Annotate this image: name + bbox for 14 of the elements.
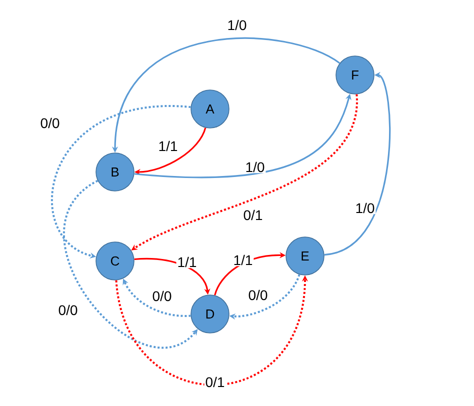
edge-label: 0/0 bbox=[247, 288, 269, 302]
arrow bbox=[51, 106, 191, 258]
edge-label: 1/1 bbox=[157, 140, 179, 152]
edge-label: 0/1 bbox=[204, 376, 226, 388]
edge-label: 1/0 bbox=[354, 202, 376, 214]
edge-label: 1/0 bbox=[244, 160, 266, 174]
edge-label: 1/1 bbox=[232, 254, 254, 266]
edge-label: 1/0 bbox=[226, 18, 248, 32]
edge-label: 1/1 bbox=[176, 256, 198, 268]
edge-label: 0/0 bbox=[151, 290, 173, 302]
edge-label: 0/1 bbox=[242, 208, 264, 222]
edge-label: 0/0 bbox=[39, 116, 61, 130]
edge-label: 0/0 bbox=[57, 304, 79, 316]
arrow bbox=[62, 180, 198, 349]
